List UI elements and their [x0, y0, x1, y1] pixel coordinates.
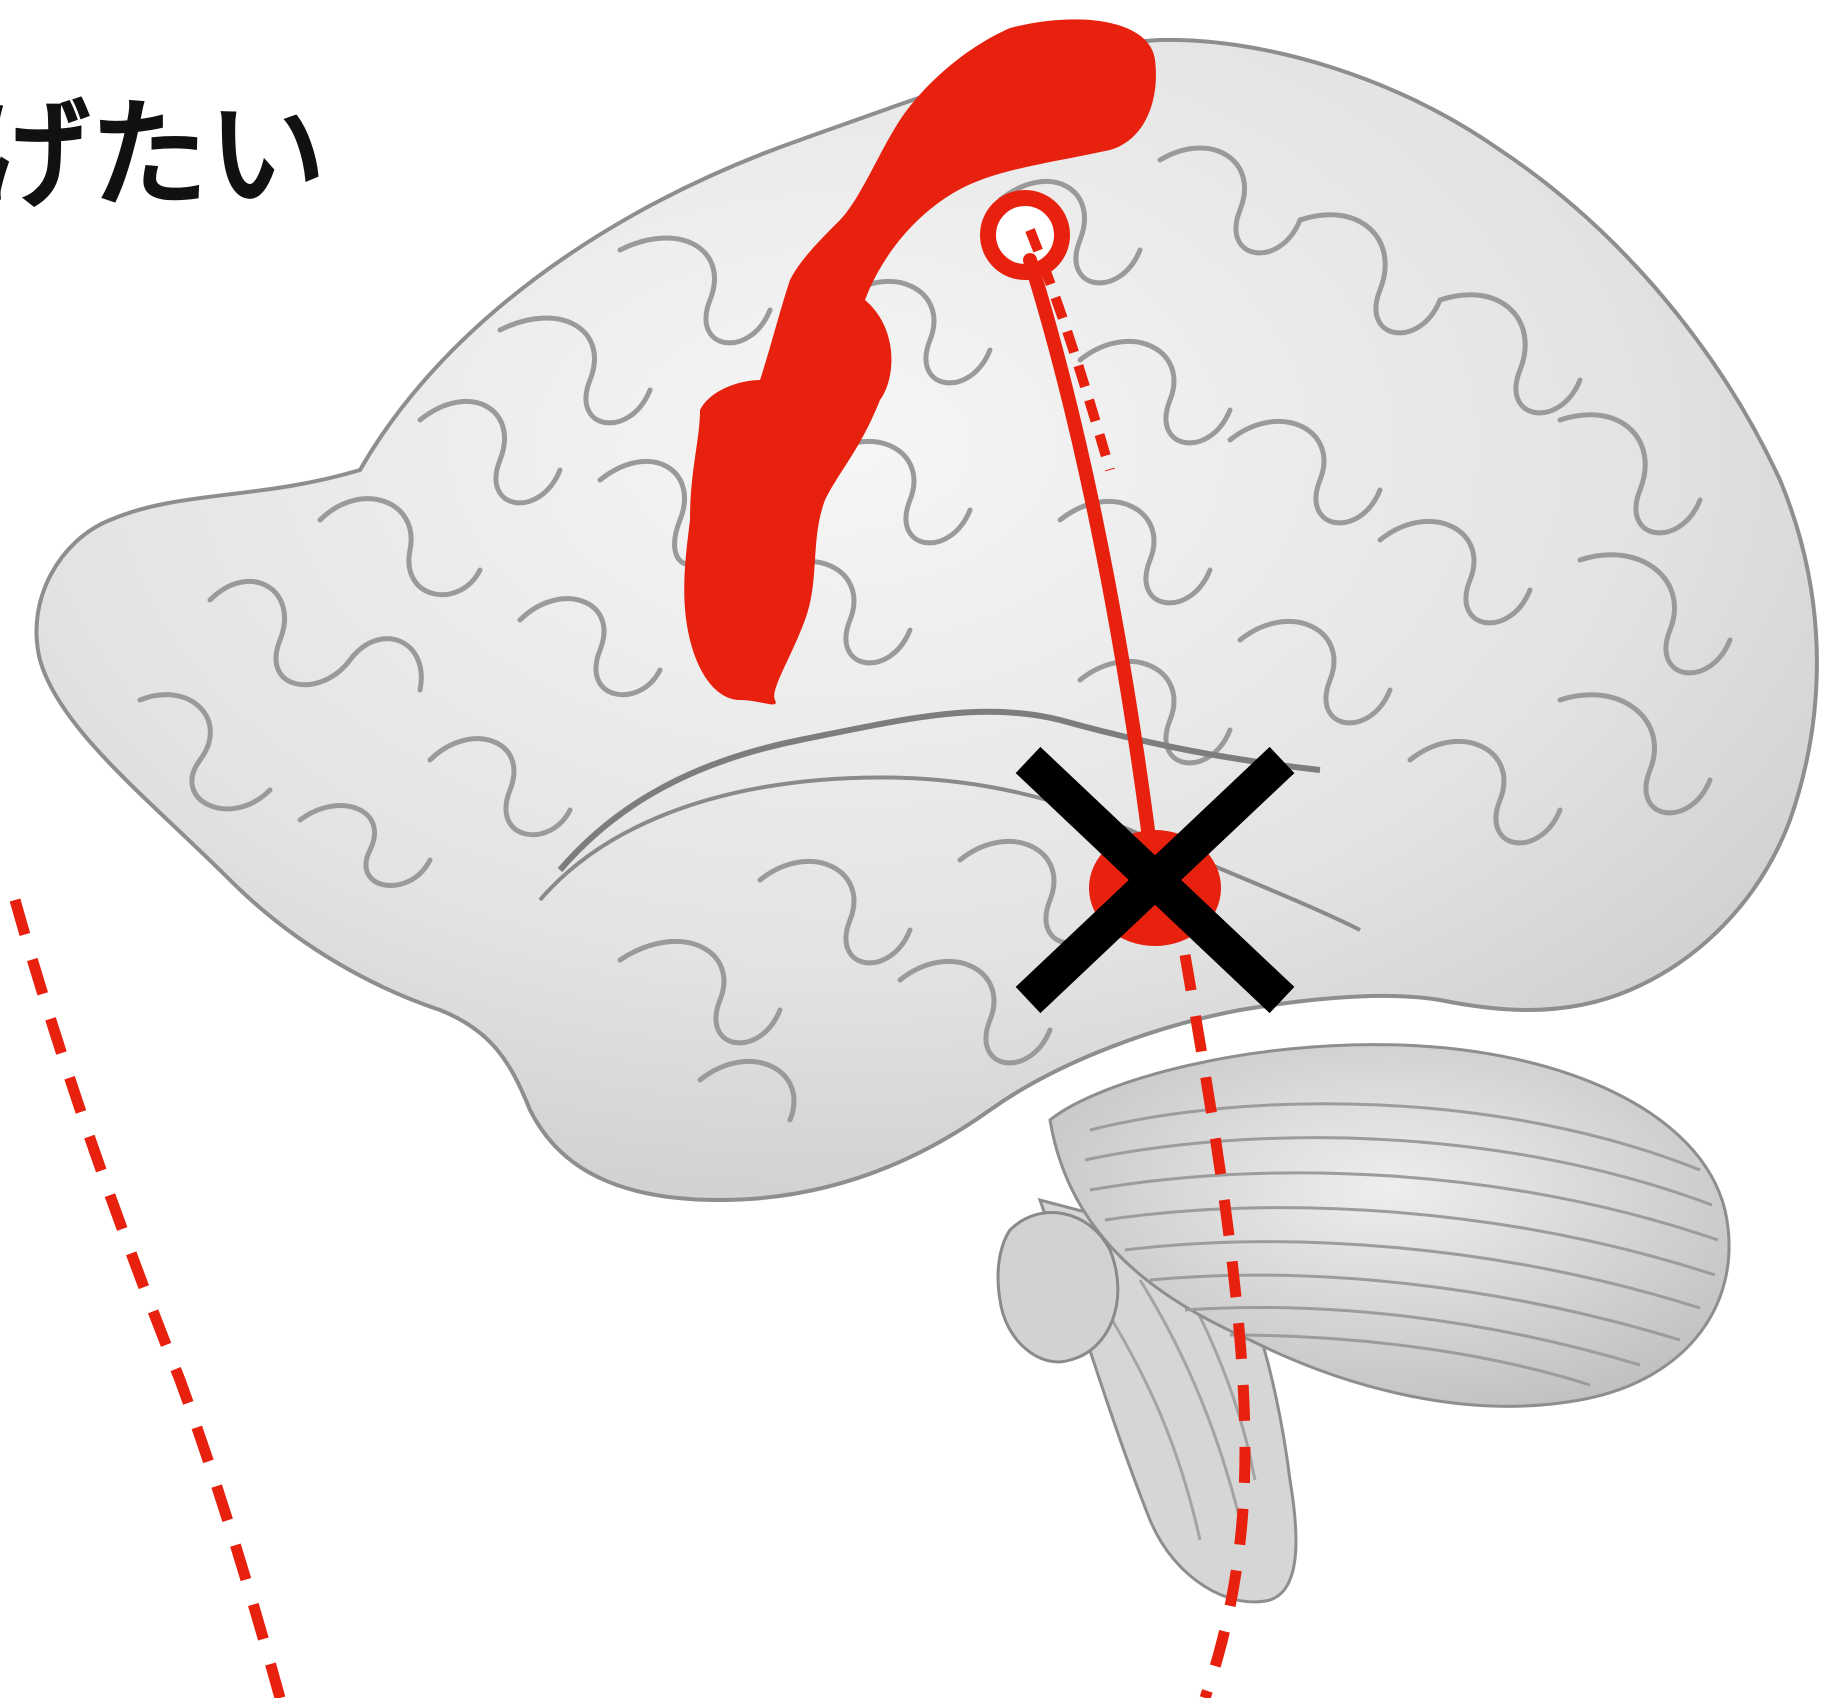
flocculus [998, 1213, 1118, 1362]
dashed-pathway-left [15, 900, 280, 1698]
caption-text: げたい [0, 96, 326, 214]
